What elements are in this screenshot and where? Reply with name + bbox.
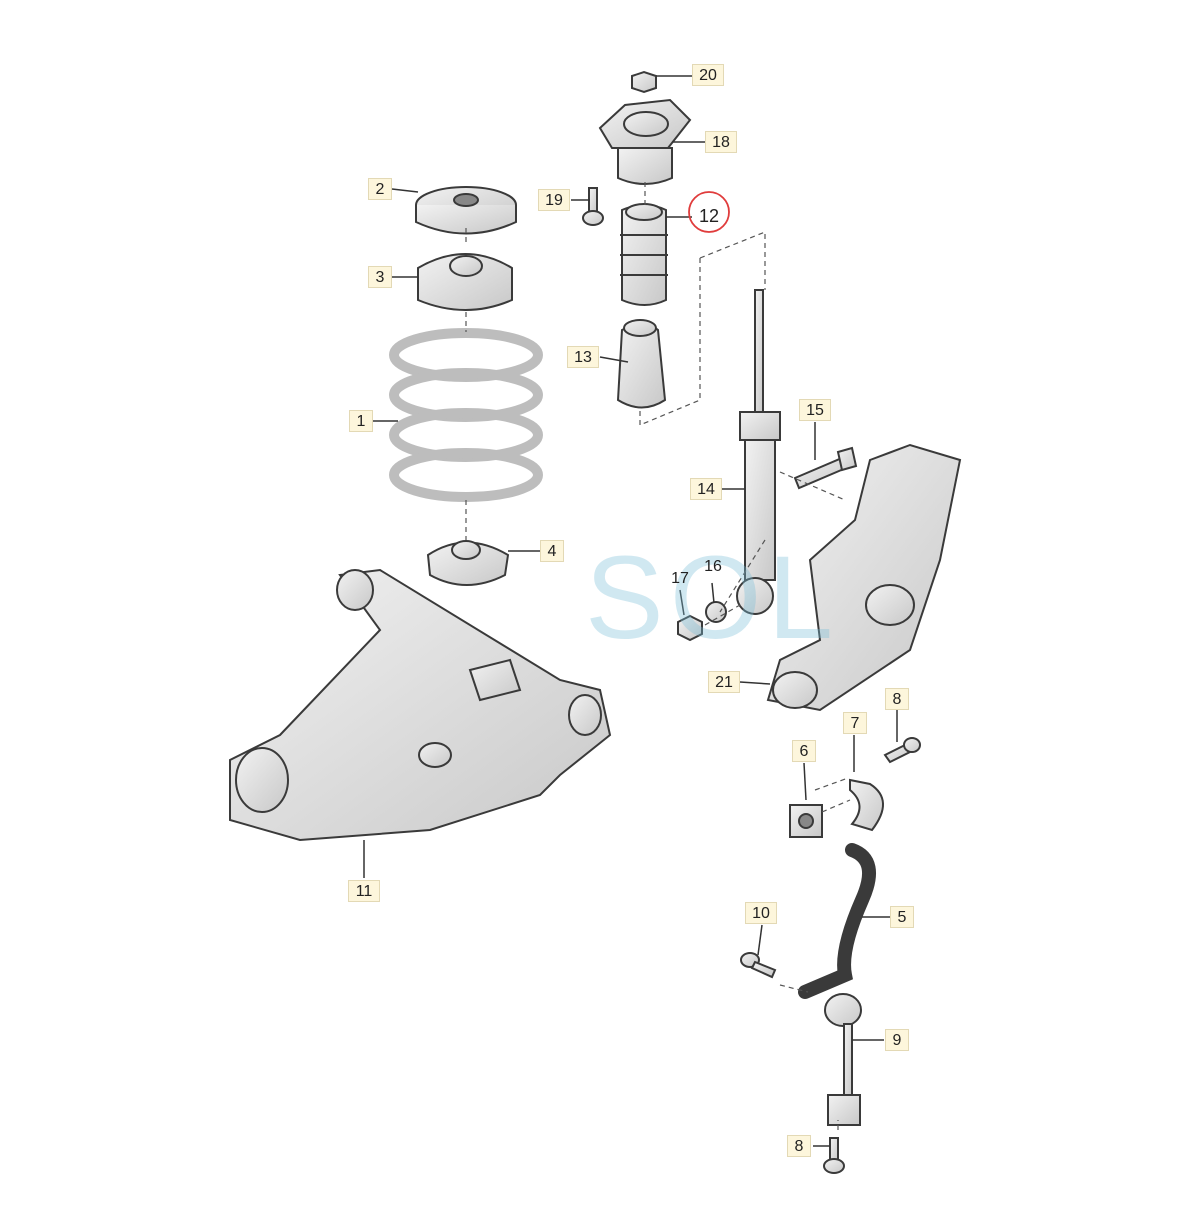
callout-13: 13 — [567, 346, 599, 368]
callout-14: 14 — [690, 478, 722, 500]
callout-18: 18 — [705, 131, 737, 153]
callout-5: 5 — [890, 906, 914, 928]
callout-2: 2 — [368, 178, 392, 200]
part-18-top-mount — [598, 98, 692, 185]
callout-6: 6 — [792, 740, 816, 762]
callout-8-lower: 8 — [787, 1135, 811, 1157]
part-9-drop-link — [824, 993, 862, 1126]
part-17-nut — [677, 614, 703, 642]
callout-9: 9 — [885, 1029, 909, 1051]
callout-20: 20 — [692, 64, 724, 86]
part-4-lower-seat — [426, 540, 510, 586]
part-1-coil-spring — [389, 328, 543, 502]
callout-21: 21 — [708, 671, 740, 693]
callout-3: 3 — [368, 266, 392, 288]
part-8-bolt-upper — [883, 737, 921, 764]
part-6-bushing — [789, 804, 823, 838]
callout-1: 1 — [349, 410, 373, 432]
part-2-spring-pad — [415, 186, 517, 235]
callout-8-upper: 8 — [885, 688, 909, 710]
part-16-washer — [705, 601, 727, 623]
highlight-circle-12 — [688, 191, 730, 233]
callout-15: 15 — [799, 399, 831, 421]
callout-4: 4 — [540, 540, 564, 562]
watermark-text: SOL — [585, 532, 840, 664]
part-20-nut — [631, 70, 657, 94]
part-15-bolt — [793, 446, 858, 490]
part-7-clamp — [849, 778, 884, 832]
callout-19: 19 — [538, 189, 570, 211]
part-10-bolt — [740, 952, 777, 979]
part-11-lower-control-arm — [229, 568, 612, 842]
part-14-shock-absorber — [736, 289, 781, 615]
callout-16: 16 — [704, 558, 722, 575]
part-19-bolt — [582, 187, 604, 226]
part-13-dust-boot — [616, 319, 667, 409]
callout-12: 12 — [698, 206, 720, 226]
part-5-anti-roll-bar — [798, 843, 876, 999]
callout-17: 17 — [671, 570, 689, 587]
part-12-bump-stop — [620, 203, 668, 306]
callout-7: 7 — [843, 712, 867, 734]
part-3-spring-seat — [417, 253, 513, 311]
part-21-knuckle — [766, 443, 962, 712]
callout-11: 11 — [348, 880, 380, 902]
callout-10: 10 — [745, 902, 777, 924]
assembly-lines — [465, 182, 851, 1130]
part-8-bolt-lower — [823, 1137, 845, 1174]
leader-lines — [363, 75, 898, 1147]
